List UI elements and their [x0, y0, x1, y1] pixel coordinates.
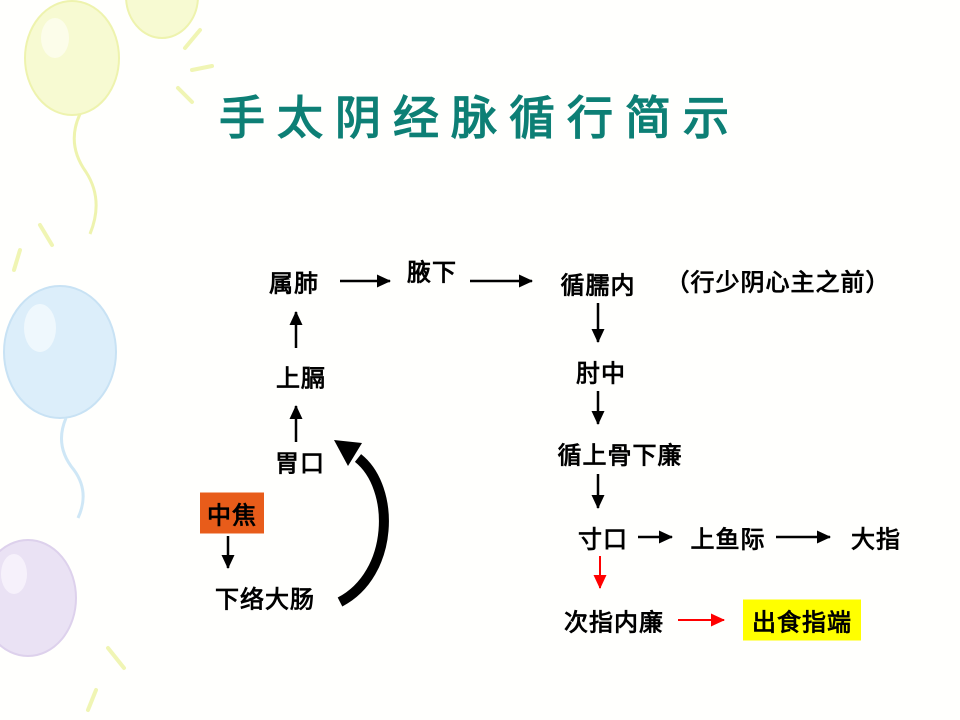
node-dazhi: 大指 — [851, 527, 901, 554]
node-weikou: 胃口 — [275, 451, 325, 478]
sparkle-icon — [86, 646, 126, 712]
node-yexia: 腋下 — [407, 260, 457, 287]
node-zhongjiao-highlighted: 中焦 — [200, 492, 264, 534]
sparkle-icon — [12, 28, 214, 272]
node-cizhineilian: 次指内廉 — [564, 610, 664, 637]
node-cunkou: 寸口 — [578, 527, 628, 554]
node-chushizhiduan-highlighted: 出食指端 — [743, 599, 861, 641]
node-shufei: 属肺 — [269, 271, 319, 298]
balloon-yellow-small-icon — [125, 0, 199, 39]
node-shangge: 上膈 — [276, 366, 326, 393]
balloon-blue-icon — [3, 285, 117, 519]
balloon-purple-icon — [0, 539, 77, 657]
node-xialuodachang: 下络大肠 — [215, 587, 315, 614]
curved-return-arrow — [334, 440, 389, 607]
node-annotation: （行少阴心主之前） — [665, 270, 891, 297]
node-xunshanggu: 循上骨下廉 — [557, 443, 683, 470]
node-shangyuji: 上鱼际 — [690, 527, 766, 554]
node-zhouzhong: 肘中 — [576, 361, 626, 388]
slide-title: 手太阴经脉循行简示 — [219, 93, 741, 144]
node-xunnaonei: 循臑内 — [560, 273, 636, 300]
